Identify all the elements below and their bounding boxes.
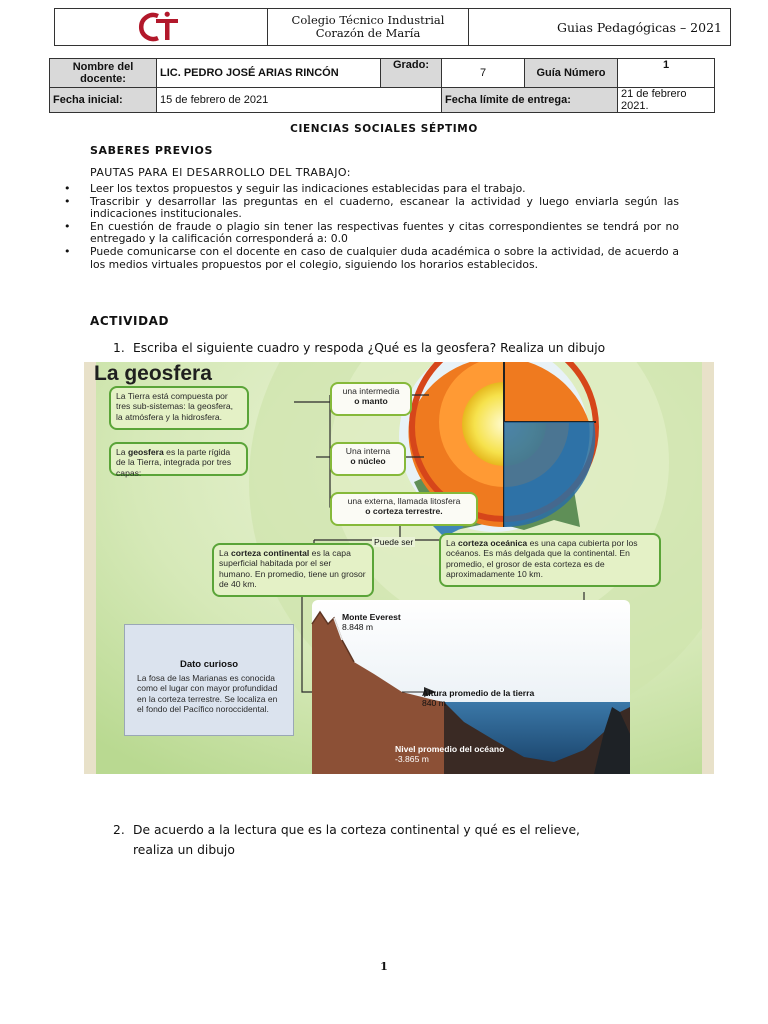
deadline-value: 21 de febrero 2021. bbox=[617, 87, 715, 113]
continental-c: es la capa superficial habitada por el s… bbox=[219, 548, 366, 590]
question-1-text: Escriba el siguiente cuadro y respoda ¿Q… bbox=[133, 341, 606, 355]
ocean-level-label: Nivel promedio del océano-3.865 m bbox=[395, 744, 504, 765]
school-name-line1: Colegio Técnico Industrial bbox=[291, 13, 445, 27]
page-header: Colegio Técnico Industrial Corazón de Ma… bbox=[54, 8, 731, 46]
section-saberes-previos: SABERES PREVIOS bbox=[90, 144, 213, 157]
start-date-label: Fecha inicial: bbox=[49, 87, 157, 113]
guide-info-table: Nombre del docente: LIC. PEDRO JOSÉ ARIA… bbox=[49, 58, 715, 113]
school-name-line2: Corazón de María bbox=[315, 26, 421, 40]
question-1: 1. Escriba el siguiente cuadro y respoda … bbox=[113, 341, 605, 355]
everest-value: 8.848 m bbox=[342, 622, 374, 633]
guide-number-value: 1 bbox=[617, 58, 715, 88]
school-logo bbox=[139, 11, 178, 42]
geosfera-def-c: es la parte rígida de la Tierra, integra… bbox=[116, 447, 232, 478]
nucleo-line1: Una interna bbox=[345, 446, 391, 456]
geosfera-def-b: geosfera bbox=[127, 447, 164, 457]
oceanic-a: La bbox=[446, 538, 458, 548]
land-height-value: 840 m bbox=[422, 698, 446, 709]
question-2-text: De acuerdo a la lectura que es la cortez… bbox=[133, 823, 580, 837]
teacher-name: LIC. PEDRO JOSÉ ARIAS RINCÓN bbox=[156, 58, 381, 88]
guides-label: Guias Pedagógicas – 2021 bbox=[557, 19, 722, 35]
school-logo-cell bbox=[55, 9, 268, 45]
geosfera-figure: La geosfera La Tierra está compuesta por… bbox=[84, 362, 714, 774]
grade-value: 7 bbox=[441, 58, 525, 88]
everest-name: Monte Everest bbox=[342, 612, 401, 622]
page-number: 1 bbox=[380, 960, 388, 973]
geosfera-def-a: La bbox=[116, 447, 128, 457]
start-date-value: 15 de febrero de 2021 bbox=[156, 87, 442, 113]
question-2-number: 2. bbox=[113, 823, 125, 837]
intro-box: La Tierra está compuesta por tres sub-si… bbox=[109, 386, 249, 430]
subject-title: CIENCIAS SOCIALES SÉPTIMO bbox=[290, 123, 478, 135]
dato-curioso-box: Dato curioso La fosa de las Marianas es … bbox=[124, 624, 294, 736]
continental-a: La bbox=[219, 548, 231, 558]
rule-item: Puede comunicarse con el docente en caso… bbox=[62, 245, 679, 271]
grade-label: Grado: bbox=[380, 58, 442, 88]
puede-ser-label: Puede ser bbox=[372, 537, 416, 548]
guide-number-label: Guía Número bbox=[524, 58, 618, 88]
continental-b: corteza continental bbox=[230, 548, 310, 558]
question-2-line1: 2. De acuerdo a la lectura que es la cort… bbox=[113, 820, 678, 840]
continental-crust-box: La corteza continental es la capa superf… bbox=[212, 543, 374, 597]
pautas-heading: PAUTAS PARA El DESARROLLO DEL TRABAJO: bbox=[90, 166, 351, 179]
manto-line1: una intermedia bbox=[342, 386, 400, 396]
corteza-line2: o corteza terrestre. bbox=[365, 506, 443, 517]
school-name: Colegio Técnico Industrial Corazón de Ma… bbox=[268, 9, 469, 45]
ocean-level-value: -3.865 m bbox=[395, 754, 429, 765]
question-2-line2: realiza un dibujo bbox=[133, 843, 235, 857]
manto-line2: o manto bbox=[354, 396, 388, 407]
ocean-level-name: Nivel promedio del océano bbox=[395, 744, 505, 754]
deadline-label: Fecha límite de entrega: bbox=[441, 87, 618, 113]
section-actividad: ACTIVIDAD bbox=[90, 314, 170, 328]
dato-curioso-text: La fosa de las Marianas es conocida como… bbox=[137, 673, 278, 714]
question-2: 2. De acuerdo a la lectura que es la cort… bbox=[113, 820, 678, 860]
question-1-number: 1. bbox=[113, 341, 125, 355]
oceanic-c: es una capa cubierta por los océanos. Es… bbox=[446, 538, 638, 580]
rule-item: Trascribir y desarrollar las preguntas e… bbox=[62, 195, 679, 221]
figure-title: La geosfera bbox=[94, 362, 212, 385]
land-height-name: Altura promedio de la tierra bbox=[422, 688, 535, 698]
teacher-label: Nombre del docente: bbox=[49, 58, 157, 88]
dato-curioso-title: Dato curioso bbox=[179, 659, 239, 670]
oceanic-crust-box: La corteza oceánica es una capa cubierta… bbox=[439, 533, 661, 587]
corteza-line1: una externa, llamada litosfera bbox=[347, 496, 461, 506]
nucleo-line2: o núcleo bbox=[350, 456, 386, 467]
oceanic-b: corteza oceánica bbox=[457, 538, 528, 548]
geosfera-definition-box: La geosfera es la parte rígida de la Tie… bbox=[109, 442, 248, 478]
rule-item: Leer los textos propuestos y seguir las … bbox=[62, 182, 679, 196]
rules-list: Leer los textos propuestos y seguir las … bbox=[62, 182, 679, 271]
rule-item: En cuestión de fraude o plagio sin tener… bbox=[62, 220, 679, 246]
